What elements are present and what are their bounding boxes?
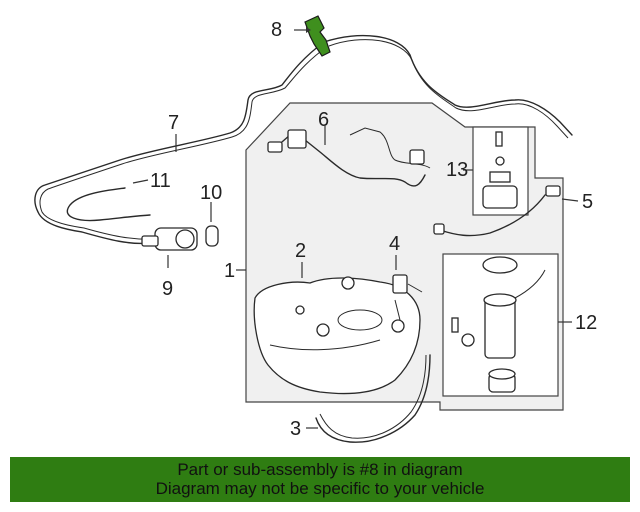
fuel-pump-12 <box>451 256 546 393</box>
banner-line-1: Part or sub-assembly is #8 in diagram <box>177 460 463 479</box>
callout-4[interactable]: 4 <box>389 233 401 255</box>
callout-1[interactable]: 1 <box>224 260 236 282</box>
tube-3 <box>315 354 431 443</box>
wiring-harness-6 <box>274 134 426 187</box>
part-4 <box>392 274 408 294</box>
callout-10[interactable]: 10 <box>200 182 223 204</box>
parts-diagram <box>34 15 579 443</box>
callout-11[interactable]: 11 <box>150 170 171 192</box>
callout-5[interactable]: 5 <box>582 191 594 213</box>
info-banner: Part or sub-assembly is #8 in diagram Di… <box>10 457 630 502</box>
banner-line-2: Diagram may not be specific to your vehi… <box>155 479 485 498</box>
callout-13[interactable]: 13 <box>446 159 469 181</box>
line-5 <box>439 191 556 237</box>
callout-6[interactable]: 6 <box>318 109 330 131</box>
callout-8[interactable]: 8 <box>271 19 283 41</box>
part-9 <box>141 227 198 251</box>
part-10 <box>205 225 219 247</box>
vent-tube-7 <box>323 34 573 136</box>
hose-11 <box>66 187 151 222</box>
callout-9[interactable]: 9 <box>162 278 174 300</box>
vent-tube-7b <box>34 41 325 245</box>
callout-3[interactable]: 3 <box>290 418 302 440</box>
sender-parts-13 <box>482 131 518 209</box>
callout-2[interactable]: 2 <box>295 240 307 262</box>
part-8-highlighted[interactable] <box>304 15 331 57</box>
callout-12[interactable]: 12 <box>575 312 598 334</box>
callout-7[interactable]: 7 <box>168 112 180 134</box>
fuel-tank-2 <box>253 277 421 395</box>
